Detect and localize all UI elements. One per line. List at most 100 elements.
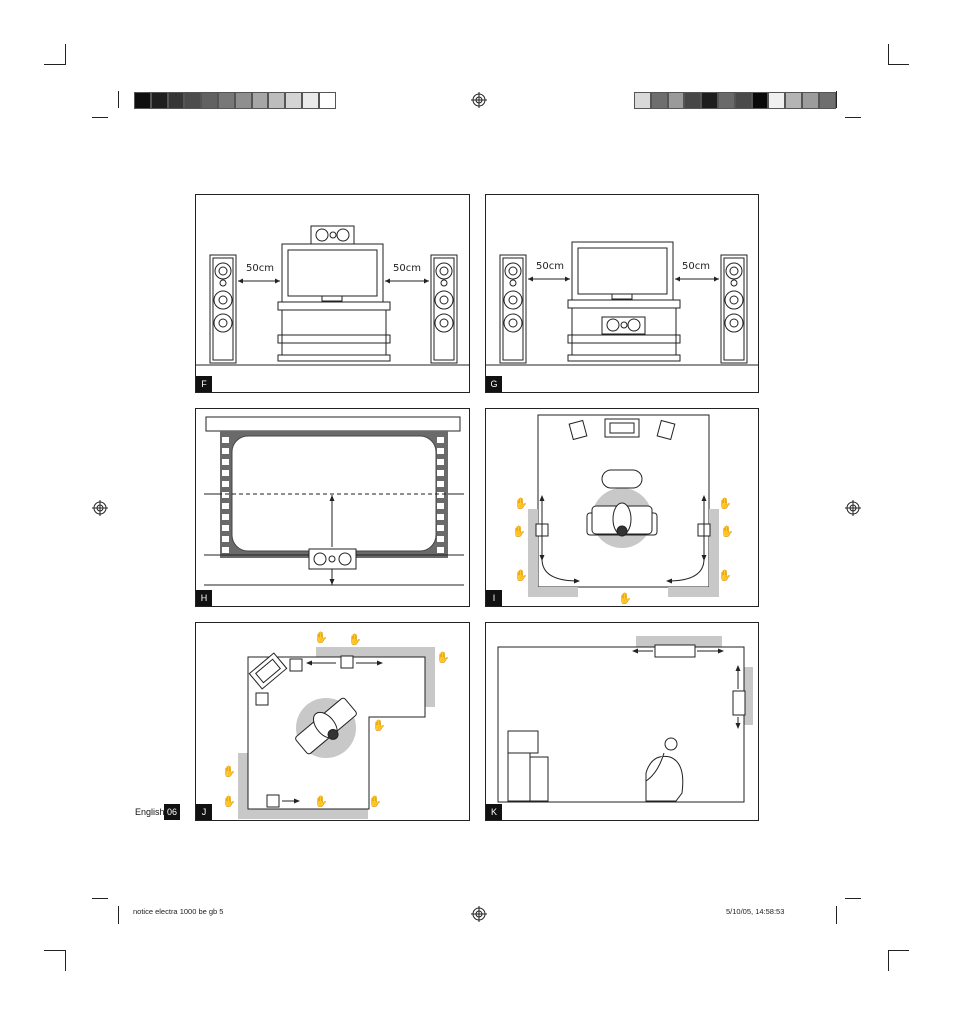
front-speakers [568, 418, 676, 441]
crop-mark [65, 950, 66, 971]
crop-mark [888, 950, 889, 971]
hand-icon: ✋ [222, 795, 236, 808]
crop-mark [836, 91, 837, 108]
film-hole [222, 536, 229, 542]
color-swatch [650, 92, 668, 109]
panel-j: ✋ ✋ ✋ ✋ ✋ ✋ ✋ ✋ J [195, 622, 470, 821]
color-swatch [318, 92, 336, 109]
ceiling-speaker [654, 644, 696, 658]
hand-icon: ✋ [718, 569, 732, 582]
color-swatch [785, 92, 802, 109]
panel-label: F [196, 376, 212, 392]
film-hole [437, 547, 444, 553]
hand-icon: ✋ [314, 795, 328, 808]
color-swatch [268, 92, 286, 109]
panel-label: J [196, 804, 212, 820]
color-swatch [134, 92, 151, 109]
color-swatch [301, 92, 319, 109]
color-swatch [717, 92, 735, 109]
registration-mark-icon [92, 500, 108, 516]
crop-mark [92, 117, 108, 118]
film-hole [222, 448, 229, 454]
color-swatch [150, 92, 168, 109]
registration-mark-icon [845, 500, 861, 516]
file-info: notice electra 1000 be gb 5 [133, 907, 224, 916]
center-speaker [601, 316, 646, 335]
film-hole [437, 525, 444, 531]
crop-mark [845, 117, 861, 118]
tv-stand [567, 299, 681, 362]
tv-set [507, 730, 539, 802]
hand-icon: ✋ [618, 592, 632, 605]
screen-casing [205, 416, 461, 432]
film-hole [222, 547, 229, 553]
hand-icon: ✋ [720, 525, 734, 538]
color-swatch [667, 92, 685, 109]
hand-icon: ✋ [436, 651, 450, 664]
distance-label-right: 50cm [393, 263, 421, 274]
panel-g: 50cm 50cm G [485, 194, 759, 393]
color-swatch [184, 92, 202, 109]
tv-set [248, 652, 288, 690]
distance-label-right: 50cm [682, 261, 710, 272]
crop-mark [44, 950, 65, 951]
film-hole [222, 525, 229, 531]
film-hole [437, 536, 444, 542]
page-number: 06 [164, 804, 180, 820]
film-hole [222, 492, 229, 498]
armchair [295, 697, 357, 755]
color-swatch [251, 92, 269, 109]
panel-label: I [486, 590, 502, 606]
crop-mark [118, 91, 119, 108]
film-hole [222, 481, 229, 487]
crop-mark [44, 64, 65, 65]
color-bar-left [134, 92, 336, 109]
print-timestamp: 5/10/05, 14:58:53 [726, 907, 785, 916]
film-hole [437, 481, 444, 487]
registration-mark-icon [471, 92, 487, 108]
language-label: English [135, 807, 165, 817]
hand-icon: ✋ [718, 497, 732, 510]
crop-mark [92, 898, 108, 899]
tv-set [281, 243, 384, 303]
panel-label: H [196, 590, 212, 606]
film-hole [222, 459, 229, 465]
film-hole [222, 514, 229, 520]
color-swatch [801, 92, 819, 109]
film-hole [437, 448, 444, 454]
panel-f: 50cm 50cm F [195, 194, 470, 393]
film-hole [222, 470, 229, 476]
crop-mark [65, 44, 66, 65]
color-swatch [684, 92, 702, 109]
center-speaker [310, 225, 355, 245]
hand-icon: ✋ [372, 719, 386, 732]
color-swatch [201, 92, 218, 109]
color-swatch [234, 92, 252, 109]
film-hole [437, 492, 444, 498]
wall-speaker [732, 690, 746, 716]
crop-mark [836, 906, 837, 924]
distance-label-left: 50cm [536, 261, 564, 272]
crop-mark [845, 898, 861, 899]
film-hole [437, 514, 444, 520]
panel-i: ✋ ✋ ✋ ✋ ✋ ✋ ✋ I [485, 408, 759, 607]
film-hole [437, 503, 444, 509]
panel-k: K [485, 622, 759, 821]
color-swatch [217, 92, 235, 109]
front-speaker [529, 756, 549, 802]
floor-speaker-right [430, 254, 458, 364]
film-hole [437, 459, 444, 465]
crop-mark [888, 64, 909, 65]
color-swatch [768, 92, 786, 109]
color-swatch [167, 92, 185, 109]
hand-icon: ✋ [512, 525, 526, 538]
hand-icon: ✋ [514, 497, 528, 510]
listener [612, 502, 632, 537]
floor-speaker-right [720, 254, 748, 364]
hand-icon: ✋ [514, 569, 528, 582]
color-bar-right [634, 92, 836, 109]
color-swatch [701, 92, 718, 109]
crop-mark [118, 906, 119, 924]
color-swatch [818, 92, 836, 109]
hand-icon: ✋ [314, 631, 328, 644]
